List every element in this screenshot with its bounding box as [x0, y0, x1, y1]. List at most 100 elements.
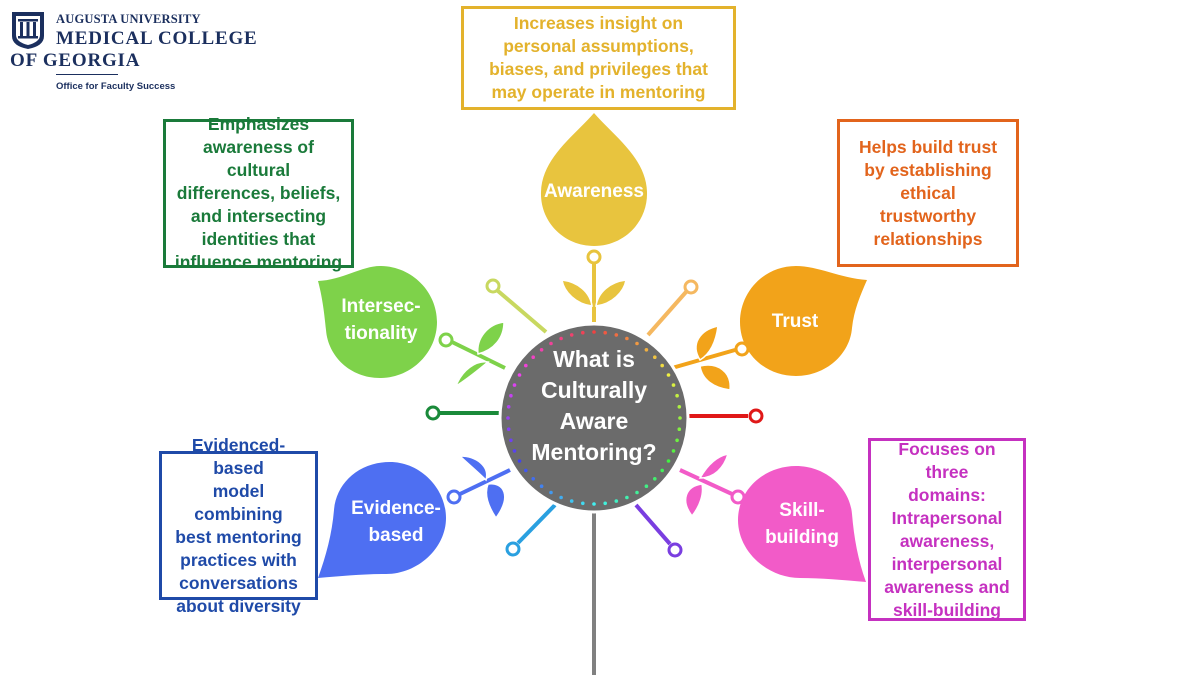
ring-dot: [644, 348, 649, 352]
ring-dot: [635, 341, 639, 346]
intersectionality-description: Emphasizes awareness of cultural differe…: [174, 114, 343, 272]
ring-dot: [524, 468, 528, 473]
skill-description: Focuses on three domains: Intrapersonal …: [884, 438, 1010, 620]
trust-description: Helps build trust by establishing ethica…: [858, 136, 998, 249]
spoke-red-right: [688, 408, 764, 424]
skill-leaf-lower: [684, 483, 704, 518]
evidence-description: Evidenced-based model combining best men…: [175, 434, 302, 616]
ring-dot: [569, 333, 574, 337]
ring-dot: [531, 477, 535, 481]
intersectionality-leaf-upper: [477, 321, 505, 355]
spoke-yellowgreen-upper-left: [485, 278, 548, 334]
trust-petal: [740, 266, 867, 376]
spoke-purple-lower-right: [634, 503, 683, 558]
ring-dot: [603, 330, 607, 335]
intersectionality-description-box: Emphasizes awareness of cultural differe…: [163, 114, 354, 272]
ring-dot: [539, 348, 544, 352]
ring-dot: [660, 468, 664, 473]
skill-leaf-upper: [698, 453, 730, 479]
college-name-line2: OF GEORGIA: [10, 50, 141, 71]
trust-label: Trust: [771, 310, 819, 332]
trust-leaf-upper: [695, 325, 719, 362]
ring-dot: [671, 383, 676, 387]
ring-dot: [506, 416, 510, 420]
awareness-leaf-right: [595, 279, 627, 307]
awareness-petal: [540, 113, 648, 246]
ring-dot: [549, 341, 553, 346]
center-title: What is Culturally Aware Mentoring?: [531, 346, 657, 465]
ring-dot: [509, 438, 513, 443]
ring-dot: [603, 501, 607, 506]
trust-leaf-lower: [699, 364, 731, 391]
evidence-petal: [318, 462, 446, 578]
ring-dot: [506, 405, 511, 409]
ring-dot: [677, 405, 682, 409]
spoke-green-left: [425, 405, 500, 421]
ring-dot: [644, 484, 649, 489]
intersectionality-petal: [318, 266, 437, 378]
ring-dot: [671, 449, 676, 453]
evidence-description-box: Evidenced-based model combining best men…: [159, 435, 318, 616]
ring-dot: [517, 459, 522, 463]
ring-dot: [524, 363, 528, 368]
ring-dot: [614, 333, 619, 337]
ring-dot: [675, 438, 679, 443]
ring-dot: [512, 383, 517, 387]
intersectionality-leaf-lower: [454, 361, 490, 388]
skill-description-box: Focuses on three domains: Intrapersonal …: [868, 438, 1026, 621]
ring-dot: [678, 416, 682, 420]
ring-dot: [614, 499, 619, 503]
spoke-cyan-lower-left: [505, 503, 557, 557]
ring-dot: [531, 355, 535, 360]
ring-dot: [653, 355, 657, 360]
evidence-leaf-lower: [485, 483, 506, 520]
ring-dot: [666, 373, 671, 377]
ring-dot: [653, 477, 657, 481]
crest-icon: [12, 12, 44, 49]
ring-dot: [549, 490, 553, 495]
ring-dot: [625, 336, 629, 341]
ring-dot: [581, 501, 585, 506]
ring-dot: [569, 499, 574, 503]
ring-dot: [625, 495, 629, 500]
ring-dot: [592, 330, 596, 334]
college-name-line1: MEDICAL COLLEGE: [56, 28, 258, 49]
ring-dot: [666, 459, 671, 463]
awareness-description-box: Increases insight on personal assumption…: [461, 6, 736, 110]
awareness-branch: [540, 113, 648, 322]
center-dotted-ring: [506, 330, 682, 506]
skill-petal: [738, 466, 866, 582]
ring-dot: [635, 490, 639, 495]
ring-dot: [506, 427, 511, 432]
ring-dot: [509, 393, 513, 398]
trust-branch: [671, 266, 867, 391]
trust-description-box: Helps build trust by establishing ethica…: [837, 119, 1019, 267]
ring-dot: [581, 330, 585, 335]
evidence-branch: [318, 455, 511, 578]
evidence-label: Evidence- based: [351, 498, 441, 546]
skill-branch: [679, 453, 866, 582]
ring-dot: [517, 373, 522, 377]
spoke-peach-upper-right: [646, 279, 699, 337]
logo-divider: [56, 74, 118, 75]
intersectionality-label: Intersec- tionality: [341, 296, 421, 344]
ring-dot: [512, 449, 517, 453]
center-hub: [498, 322, 690, 514]
institution-logo: AUGUSTA UNIVERSITY MEDICAL COLLEGE OF GE…: [10, 8, 270, 98]
skill-label: Skill- building: [765, 500, 839, 548]
university-name: AUGUSTA UNIVERSITY: [56, 12, 201, 26]
ring-dot: [677, 427, 682, 432]
ring-dot: [539, 484, 544, 489]
awareness-leaf-left: [561, 279, 593, 307]
intersectionality-branch: [318, 266, 506, 388]
ring-dot: [592, 502, 596, 506]
ring-dot: [559, 495, 563, 500]
ring-dot: [660, 363, 664, 368]
awareness-label: Awareness: [544, 180, 644, 202]
office-name: Office for Faculty Success: [56, 81, 176, 92]
awareness-description: Increases insight on personal assumption…: [489, 13, 708, 102]
ring-dot: [675, 393, 679, 398]
evidence-leaf-upper: [458, 455, 488, 482]
ring-dot: [559, 336, 563, 341]
